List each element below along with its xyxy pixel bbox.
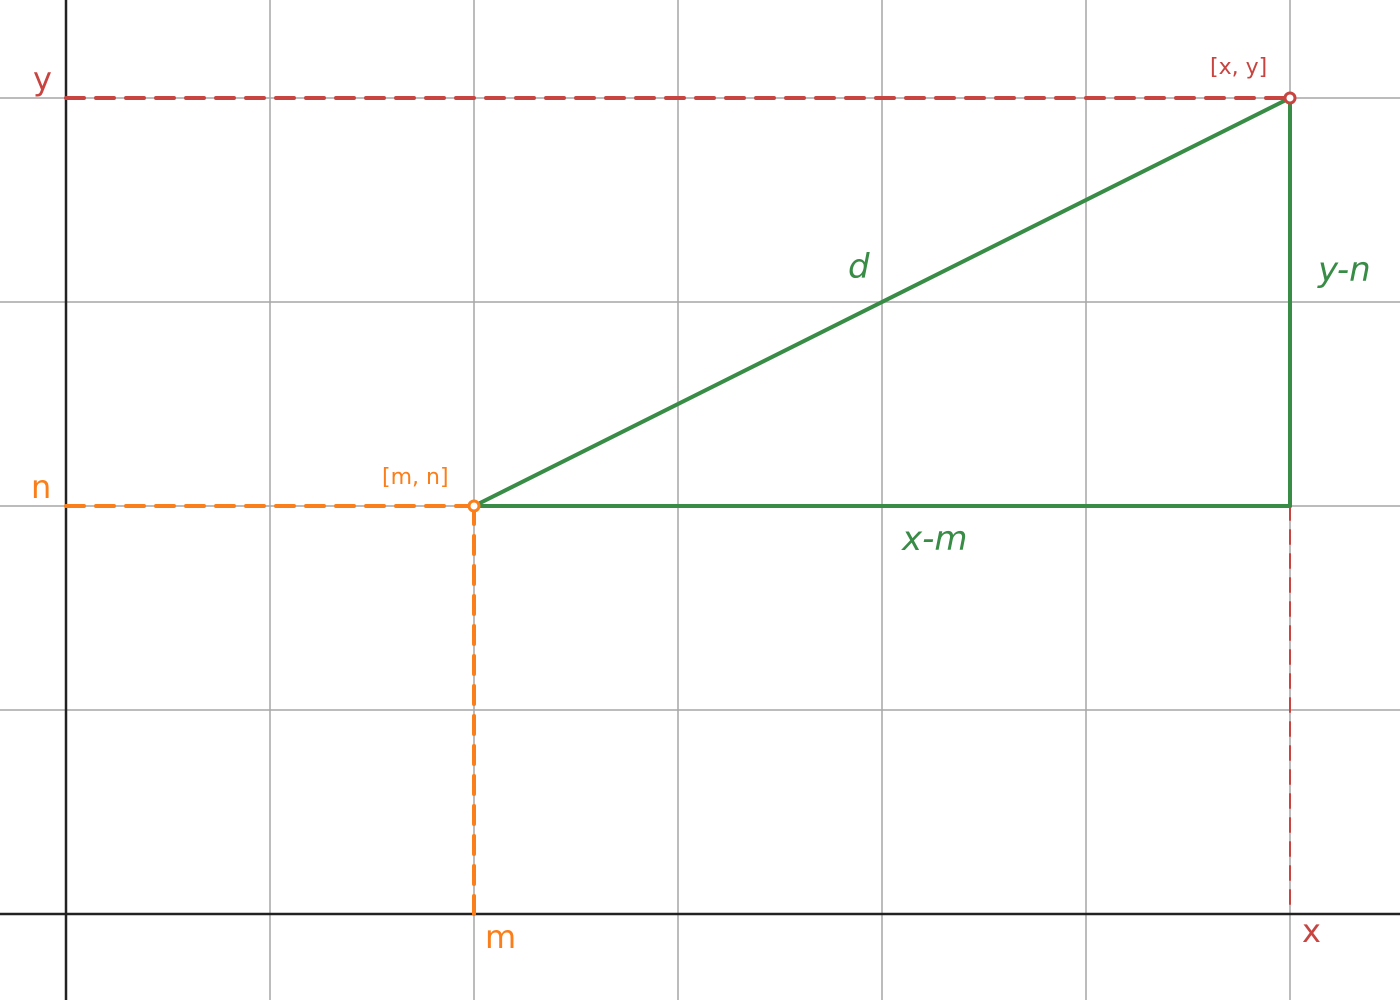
y-axis-label: y [33,60,52,98]
point-mn[interactable] [467,499,481,513]
n-axis-label: n [31,468,51,506]
horizontal-leg-label: x-m [901,519,968,559]
triangle-hypotenuse [472,96,1292,508]
m-axis-label: m [485,918,516,956]
point-xy[interactable] [1283,91,1297,105]
x-axis-label: x [1302,912,1321,950]
hypotenuse-label-d: d [848,247,870,287]
point-xy-label: [x, y] [1210,55,1267,80]
point-mn-label: [m, n] [382,465,449,490]
vertical-leg-label: y-n [1317,250,1371,290]
